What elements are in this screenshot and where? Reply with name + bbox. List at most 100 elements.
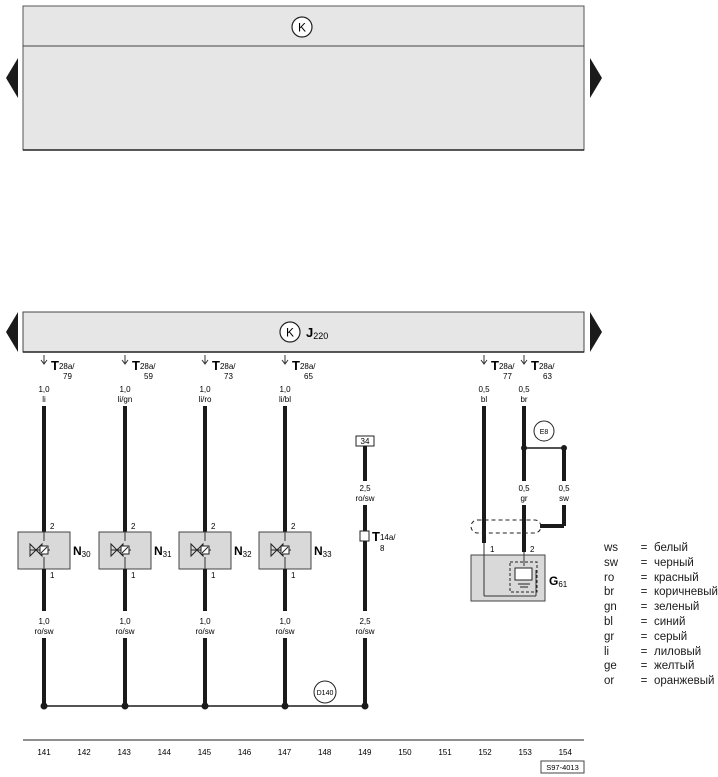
legend-code: or — [604, 675, 615, 688]
main-unit-symbol-text: K — [286, 326, 294, 340]
prev-page-arrow[interactable] — [6, 312, 18, 352]
legend-row: ge = желтый — [604, 659, 718, 674]
doc-code: S97-4013 — [546, 763, 579, 772]
wire-color-label: li/gn — [118, 395, 133, 404]
wire-color-label: ro/sw — [195, 627, 214, 636]
svg-text:T14a/: T14a/ — [372, 529, 396, 544]
track-number: 154 — [559, 748, 573, 757]
valve-name: N33 — [314, 544, 332, 559]
svg-text:T28a/: T28a/ — [531, 358, 555, 373]
legend-name: зеленый — [654, 601, 700, 614]
connector-t28a-65: T28a/65 — [292, 358, 316, 381]
legend-eq: = — [640, 571, 648, 584]
ground-ref-e8-label: E8 — [540, 429, 549, 436]
next-page-arrow[interactable] — [590, 312, 602, 352]
wire-color-label: ro/sw — [275, 627, 294, 636]
wire-gauge-label: 1,0 — [279, 385, 291, 394]
wire-gauge-label: 0,5 — [558, 484, 570, 493]
legend-eq: = — [640, 675, 648, 688]
wire-gauge-label: 1,0 — [199, 385, 211, 394]
connector-pin-59-head — [121, 359, 129, 365]
legend-row: sw=черный — [604, 556, 718, 571]
legend-code: bl — [604, 615, 613, 628]
wire-color-label: bl — [481, 395, 487, 404]
control-unit-j220: K J220 — [22, 311, 585, 353]
legend-name: серый — [654, 630, 688, 643]
legend-name: белый — [654, 542, 688, 554]
junction-d140 — [313, 680, 337, 704]
track-number: 143 — [118, 748, 132, 757]
svg-text:T28a/: T28a/ — [292, 358, 316, 373]
next-page-arrow-top[interactable] — [590, 58, 602, 98]
legend-eq: = — [640, 660, 648, 673]
connector-t28a-77: T28a/77 — [491, 358, 515, 381]
wire-color-label: ro/sw — [115, 627, 134, 636]
wire-gauge-label: 2,5 — [359, 484, 371, 493]
wire-gauge-label: 1,0 — [199, 617, 211, 626]
svg-text:8: 8 — [380, 544, 385, 553]
connector-pin-63-head — [520, 359, 528, 365]
junction-dot — [361, 702, 369, 710]
legend-code: ge — [604, 660, 617, 673]
valve-pin-bottom: 1 — [291, 571, 296, 580]
wire-gauge-label: 0,5 — [518, 484, 530, 493]
top-unit-symbol — [291, 16, 313, 38]
track-number: 152 — [478, 748, 492, 757]
legend-row: bl=синий — [604, 615, 718, 630]
svg-text:63: 63 — [543, 372, 552, 381]
track-number: 146 — [238, 748, 252, 757]
valve-pin-top: 2 — [211, 522, 216, 531]
legend-name: желтый — [654, 660, 695, 673]
legend-code: li — [604, 645, 610, 658]
valve-N31: N31 — [98, 531, 172, 570]
connector-t28a-63: T28a/63 — [531, 358, 555, 381]
svg-text:T28a/: T28a/ — [491, 358, 515, 373]
valve-pin-bottom: 1 — [50, 571, 55, 580]
valve-pin-bottom: 1 — [211, 571, 216, 580]
legend-row: gn=зеленый — [604, 600, 718, 615]
wire-color-label: ro/sw — [355, 494, 374, 503]
legend-row: li=лиловый — [604, 645, 718, 660]
legend-row: ws=белый — [604, 541, 718, 556]
connector-pin-79-head — [40, 359, 48, 365]
wire-gauge-label: 1,0 — [38, 617, 50, 626]
legend-code: gn — [604, 601, 617, 614]
valve-name: N32 — [234, 544, 252, 559]
track-number: 151 — [438, 748, 452, 757]
legend-eq: = — [640, 556, 648, 569]
wire-gauge-label: 0,5 — [478, 385, 490, 394]
valve-name: N30 — [73, 544, 91, 559]
sensor-pin-2: 2 — [530, 545, 535, 554]
legend-row: or=оранжевый — [604, 674, 718, 689]
track-number: 142 — [77, 748, 91, 757]
track-number: 147 — [278, 748, 292, 757]
wire-color-label: br — [520, 395, 527, 404]
svg-text:T28a/: T28a/ — [212, 358, 236, 373]
legend-row: br=коричневый — [604, 585, 718, 600]
legend-row: ro=красный — [604, 571, 718, 586]
wire-color-label: gr — [520, 494, 527, 503]
junction-d140-label: D140 — [317, 690, 334, 697]
track-number: 150 — [398, 748, 412, 757]
track-number: 145 — [198, 748, 212, 757]
legend-eq: = — [640, 542, 648, 554]
wire-gauge-label: 1,0 — [38, 385, 50, 394]
svg-text:65: 65 — [304, 372, 313, 381]
legend-code: gr — [604, 630, 615, 643]
sensor-pin-1: 1 — [490, 545, 495, 554]
track-number: 148 — [318, 748, 332, 757]
main-unit-symbol — [279, 321, 301, 343]
valve-pin-top: 2 — [291, 522, 296, 531]
valve-N33: N33 — [258, 531, 332, 570]
wire-gauge-label: 1,0 — [119, 617, 131, 626]
track-number: 153 — [519, 748, 533, 757]
terminal-34-label: 34 — [361, 437, 370, 446]
svg-text:73: 73 — [224, 372, 233, 381]
connector-pin-77-head — [480, 359, 488, 365]
main-unit-name: J220 — [306, 325, 328, 341]
prev-page-arrow-top[interactable] — [6, 58, 18, 98]
wire-color-label: ro/sw — [355, 627, 374, 636]
connector-t28a-59: T28a/59 — [132, 358, 156, 381]
